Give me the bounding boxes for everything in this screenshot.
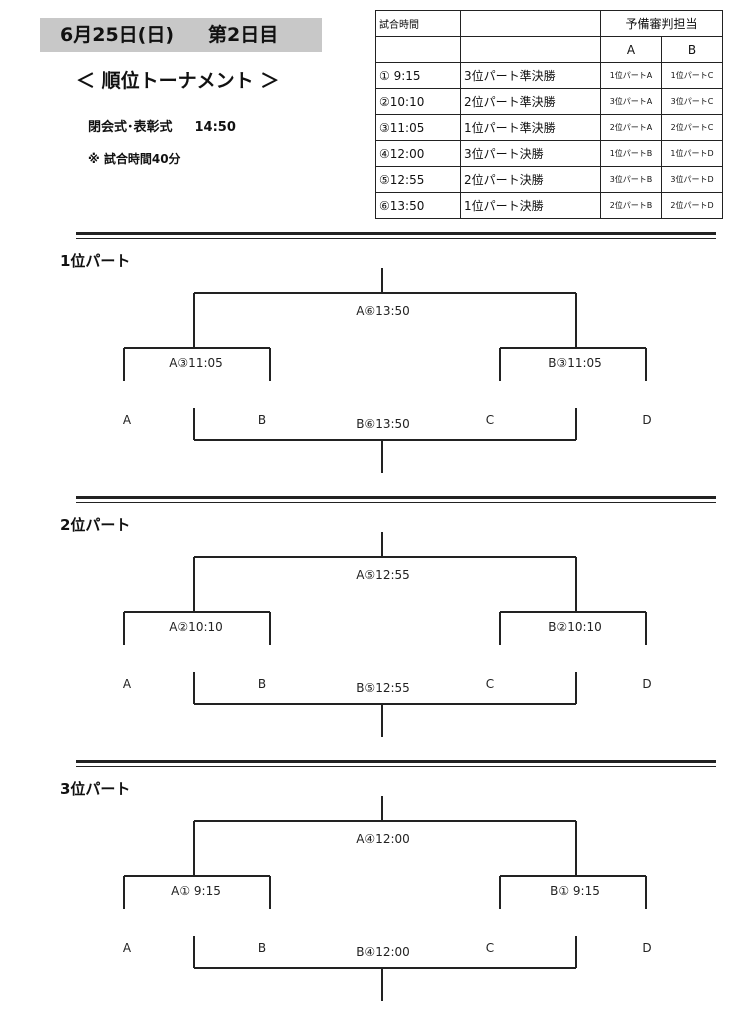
ceremony-info: 閉会式･表彰式 14:50 xyxy=(88,116,236,135)
semifinal-b-label: B③11:05 xyxy=(548,356,602,370)
ceremony-label: 閉会式･表彰式 xyxy=(88,120,173,135)
cell-match: 3位パート決勝 xyxy=(460,140,601,167)
cell-time: ① 9:15 xyxy=(375,62,461,89)
cell-match: 2位パート決勝 xyxy=(460,166,601,193)
cell-match: 2位パート準決勝 xyxy=(460,88,601,115)
subheader-blank xyxy=(375,36,461,63)
date-label: 6月25日(日) xyxy=(60,24,175,46)
tournament-title: ＜ 順位トーナメント ＞ xyxy=(76,70,280,92)
match-duration-note: ※ 試合時間40分 xyxy=(88,152,181,166)
cell-referee-b: 1位パートC xyxy=(661,62,723,89)
cell-match: 1位パート準決勝 xyxy=(460,114,601,141)
cell-referee-b: 3位パートC xyxy=(661,88,723,115)
schedule-subheader-row: A B xyxy=(375,36,723,63)
cell-time: ③11:05 xyxy=(375,114,461,141)
header-referee: 予備審判担当 xyxy=(600,10,723,37)
day-label: 第2日目 xyxy=(208,24,279,46)
team-label: A xyxy=(123,941,132,955)
semifinal-a-label: A②10:10 xyxy=(169,620,223,634)
cell-time: ⑥13:50 xyxy=(375,192,461,219)
semifinal-b-label: B① 9:15 xyxy=(550,884,600,898)
subheader-blank xyxy=(460,36,601,63)
header-blank xyxy=(460,10,601,37)
header-b: B xyxy=(661,36,723,63)
bracket-title: 3位パート xyxy=(60,780,131,798)
separator-1 xyxy=(76,232,716,239)
cell-referee-b: 2位パートD xyxy=(661,192,723,219)
bracket-title: 1位パート xyxy=(60,252,131,270)
final-label: A⑥13:50 xyxy=(356,304,410,318)
final-label: A⑤12:55 xyxy=(356,568,410,582)
cell-match: 3位パート準決勝 xyxy=(460,62,601,89)
team-label: C xyxy=(486,677,494,691)
cell-referee-a: 3位パートA xyxy=(600,88,662,115)
cell-referee-a: 2位パートB xyxy=(600,192,662,219)
schedule-header-row: 試合時間 予備審判担当 xyxy=(375,10,723,37)
cell-time: ⑤12:55 xyxy=(375,166,461,193)
cell-time: ②10:10 xyxy=(375,88,461,115)
third-place-label: B④12:00 xyxy=(356,945,410,959)
cell-referee-b: 2位パートC xyxy=(661,114,723,141)
header-match-time: 試合時間 xyxy=(375,10,461,37)
cell-referee-a: 3位パートB xyxy=(600,166,662,193)
team-label: B xyxy=(258,941,266,955)
bracket-title: 2位パート xyxy=(60,516,131,534)
semifinal-a-label: A③11:05 xyxy=(169,356,223,370)
team-label: A xyxy=(123,677,132,691)
cell-time: ④12:00 xyxy=(375,140,461,167)
team-label: C xyxy=(486,941,494,955)
cell-referee-a: 1位パートB xyxy=(600,140,662,167)
separator-3 xyxy=(76,760,716,767)
cell-referee-b: 1位パートD xyxy=(661,140,723,167)
final-label: A④12:00 xyxy=(356,832,410,846)
team-label: D xyxy=(642,941,651,955)
cell-referee-b: 3位パートD xyxy=(661,166,723,193)
cell-referee-a: 1位パートA xyxy=(600,62,662,89)
semifinal-a-label: A① 9:15 xyxy=(171,884,221,898)
team-label: A xyxy=(123,413,132,427)
team-label: B xyxy=(258,677,266,691)
ceremony-time: 14:50 xyxy=(194,120,236,135)
cell-match: 1位パート決勝 xyxy=(460,192,601,219)
semifinal-b-label: B②10:10 xyxy=(548,620,602,634)
separator-2 xyxy=(76,496,716,503)
date-header: 6月25日(日) 第2日目 xyxy=(40,18,322,52)
team-label: B xyxy=(258,413,266,427)
header-a: A xyxy=(600,36,662,63)
third-place-label: B⑥13:50 xyxy=(356,417,410,431)
team-label: D xyxy=(642,413,651,427)
team-label: D xyxy=(642,677,651,691)
third-place-label: B⑤12:55 xyxy=(356,681,410,695)
team-label: C xyxy=(486,413,494,427)
cell-referee-a: 2位パートA xyxy=(600,114,662,141)
